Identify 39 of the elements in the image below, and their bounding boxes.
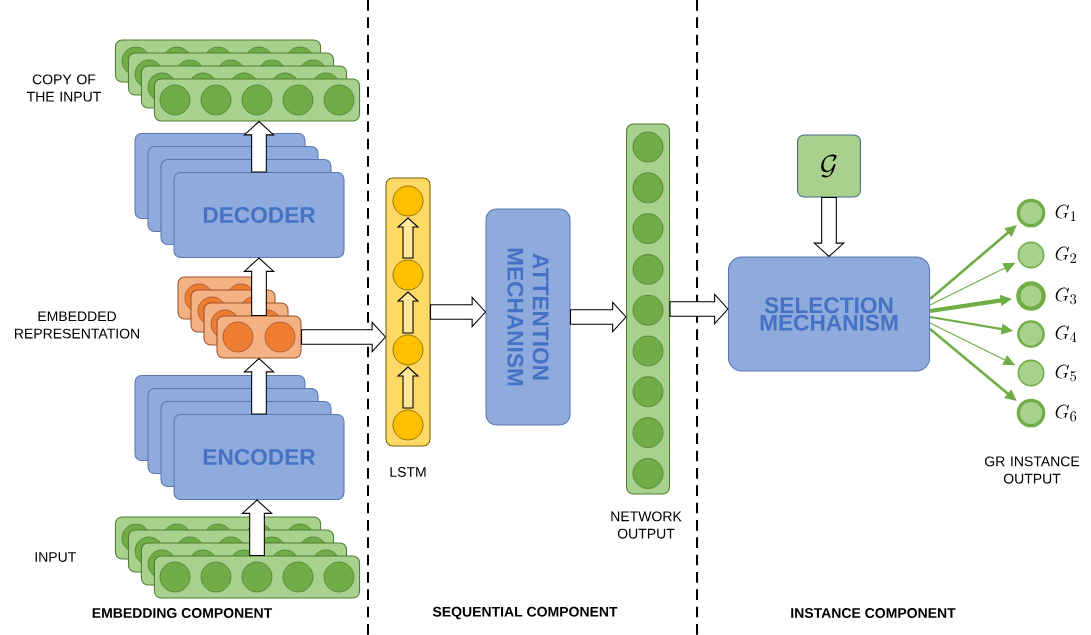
block-arrow bbox=[812, 197, 846, 258]
node-label: GR INSTANCE OUTPUT bbox=[985, 456, 1080, 484]
selection-box: SELECTION MECHANISM bbox=[727, 256, 931, 372]
block-arrow bbox=[301, 320, 387, 354]
network-block-stack: ENCODER bbox=[134, 374, 345, 501]
block-arrow bbox=[242, 120, 276, 173]
block-arrow bbox=[669, 292, 729, 326]
node-label: COPY OF THE INPUT bbox=[26, 74, 101, 102]
output-circle bbox=[1017, 359, 1045, 387]
output-vector bbox=[626, 123, 670, 495]
block-arrow bbox=[240, 499, 274, 556]
node-label: NETWORK OUTPUT bbox=[611, 511, 682, 539]
block-arrow bbox=[242, 257, 276, 316]
block-arrow bbox=[242, 357, 276, 415]
output-circle bbox=[1016, 198, 1046, 228]
section-label: INSTANCE COMPONENT bbox=[791, 608, 956, 618]
node-label: $G_6$ bbox=[1055, 404, 1077, 422]
node-label: $G_3$ bbox=[1055, 287, 1077, 305]
lstm-column bbox=[385, 177, 431, 447]
node-label: LSTM bbox=[390, 467, 426, 477]
node-label: EMBEDDED REPRESENTATION bbox=[15, 311, 139, 339]
block-arrow bbox=[570, 300, 627, 334]
symbol-box: $\mathcal{G}$ bbox=[797, 134, 861, 198]
section-label: SEQUENTIAL COMPONENT bbox=[432, 606, 618, 620]
vector-stack bbox=[177, 276, 302, 359]
node-label: $G_1$ bbox=[1055, 204, 1076, 221]
node-label: $G_2$ bbox=[1055, 246, 1077, 263]
node-label: INPUT bbox=[35, 552, 76, 562]
network-block-stack: DECODER bbox=[134, 132, 345, 259]
output-circle bbox=[1016, 398, 1046, 428]
vector-stack bbox=[114, 516, 361, 599]
node-label: $G_4$ bbox=[1055, 325, 1077, 342]
output-circle bbox=[1017, 241, 1045, 269]
output-circle bbox=[1017, 320, 1045, 348]
attention-box: ATTENTION MECHANISM bbox=[485, 208, 571, 426]
node-label: $G_5$ bbox=[1055, 364, 1077, 382]
block-arrow bbox=[430, 295, 487, 329]
output-circle bbox=[1016, 281, 1046, 311]
vector-stack bbox=[114, 39, 361, 122]
